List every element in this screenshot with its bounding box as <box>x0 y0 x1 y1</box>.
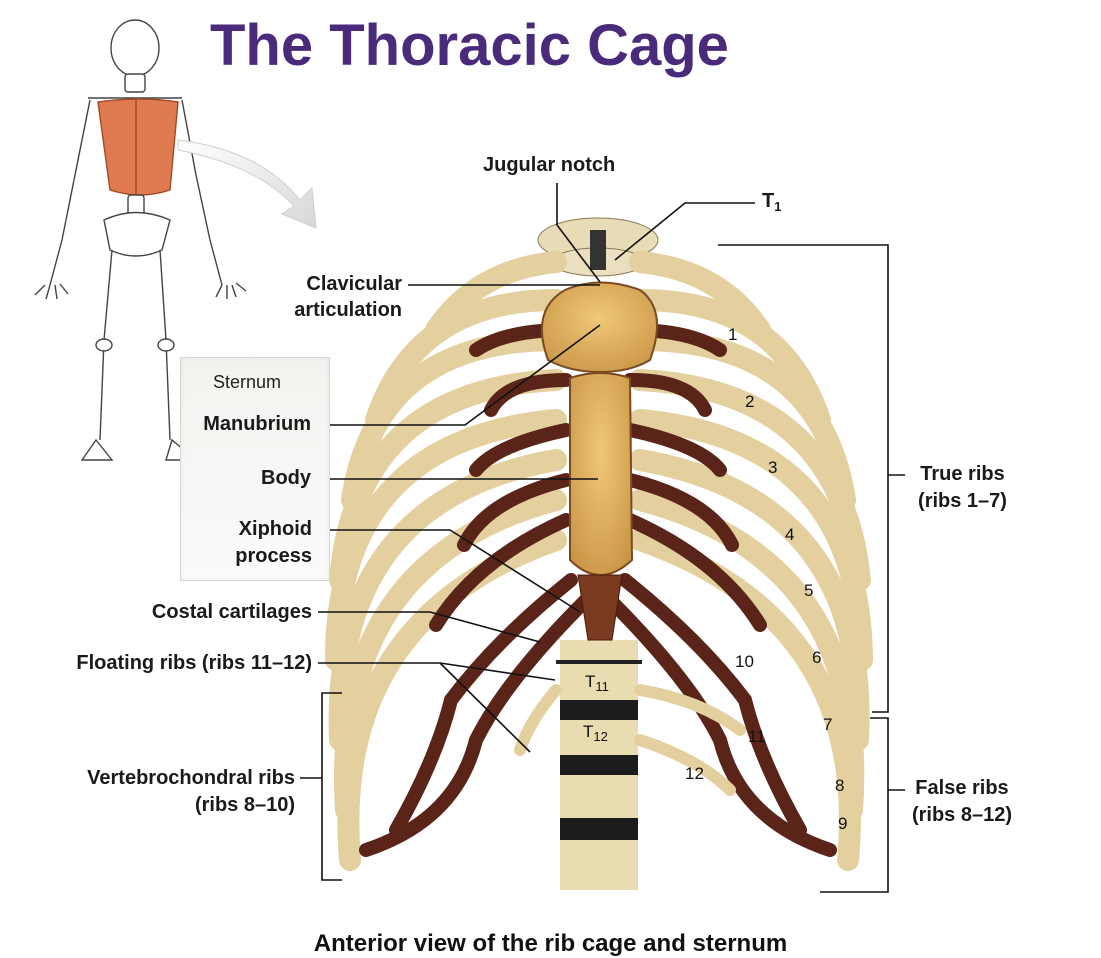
label-floating-ribs: Floating ribs (ribs 11–12) <box>76 652 312 674</box>
label-t1: T1 <box>762 188 781 220</box>
rib-number-1: 1 <box>728 325 738 344</box>
figure-caption: Anterior view of the rib cage and sternu… <box>313 930 788 957</box>
label-sternum: Sternum <box>213 372 282 392</box>
rib-number-7: 7 <box>823 715 833 734</box>
sternum-legend-box <box>180 357 330 581</box>
label-false-ribs-range: (ribs 8–12) <box>911 804 1013 826</box>
label-jugular-notch: Jugular notch <box>483 154 616 176</box>
rib-number-5: 5 <box>804 581 814 600</box>
rib-number-8: 8 <box>835 776 845 795</box>
label-t12: T12 <box>583 722 608 744</box>
label-t11-subscript: 11 <box>595 679 609 694</box>
label-false-ribs: False ribs <box>915 777 1009 799</box>
rib-number-6: 6 <box>812 648 822 667</box>
rib-number-12: 12 <box>685 764 704 783</box>
sternum-shape <box>540 281 659 641</box>
label-clavicular: Clavicular <box>306 273 402 295</box>
label-articulation: articulation <box>294 299 402 321</box>
label-vertebrochondral-ribs: Vertebrochondral ribs <box>87 767 295 789</box>
vertebral-column <box>537 217 659 890</box>
label-body: Body <box>261 467 311 489</box>
pointer-arrow <box>177 139 317 229</box>
ribs <box>325 251 873 871</box>
label-costal-cartilages: Costal cartilages <box>151 601 312 623</box>
label-t1-text: T <box>762 190 775 212</box>
rib-number-3: 3 <box>768 458 778 477</box>
rib-number-9: 9 <box>838 814 848 833</box>
label-manubrium: Manubrium <box>203 413 311 435</box>
label-true-ribs-range: (ribs 1–7) <box>918 490 1007 512</box>
label-t11-text: T <box>585 672 596 691</box>
label-t12-subscript: 12 <box>593 729 608 744</box>
label-t12-text: T <box>583 722 594 741</box>
rib-number-4: 4 <box>785 525 795 544</box>
page-title: The Thoracic Cage <box>210 13 729 78</box>
label-true-ribs: True ribs <box>920 463 1005 485</box>
label-t1-subscript: 1 <box>774 199 782 214</box>
label-t11: T11 <box>585 672 609 694</box>
label-process: process <box>235 545 312 567</box>
rib-number-11: 11 <box>748 727 766 746</box>
label-vertebrochondral-ribs-range: (ribs 8–10) <box>194 794 295 816</box>
rib-number-2: 2 <box>745 392 755 411</box>
rib-number-10: 10 <box>735 652 754 671</box>
skeleton-thumbnail <box>34 19 247 461</box>
label-xiphoid: Xiphoid <box>238 518 312 540</box>
leader-lines <box>300 183 905 893</box>
